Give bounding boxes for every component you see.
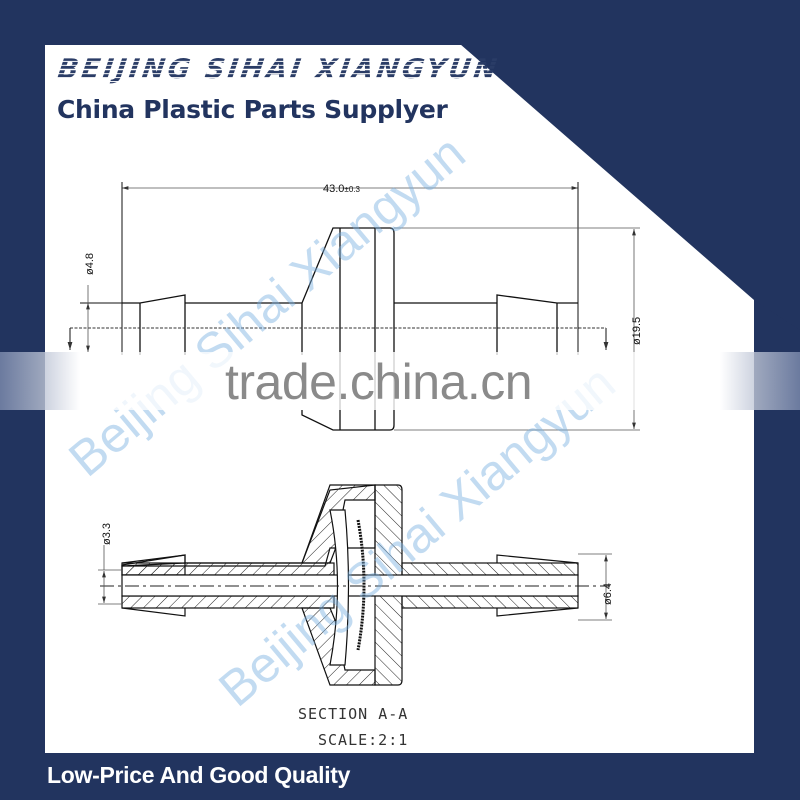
dim-inner-diameter: ø3.3 xyxy=(101,523,113,545)
watermark-band xyxy=(0,352,800,410)
scale-label: SCALE:2:1 xyxy=(318,731,408,749)
dim-overall-length: 43.0±0.3 xyxy=(323,183,360,195)
footer-slogan: Low-Price And Good Quality xyxy=(47,762,351,788)
dim-tip-diameter: ø4.8 xyxy=(84,253,96,275)
top-view xyxy=(67,182,640,431)
watermark-site: trade.china.cn xyxy=(225,354,533,410)
section-label: SECTION A-A xyxy=(298,705,408,723)
dim-body-diameter: ø19.5 xyxy=(631,317,643,345)
dim-barb-diameter: ø6.4 xyxy=(602,583,614,605)
tagline: China Plastic Parts Supplyer xyxy=(57,95,448,124)
